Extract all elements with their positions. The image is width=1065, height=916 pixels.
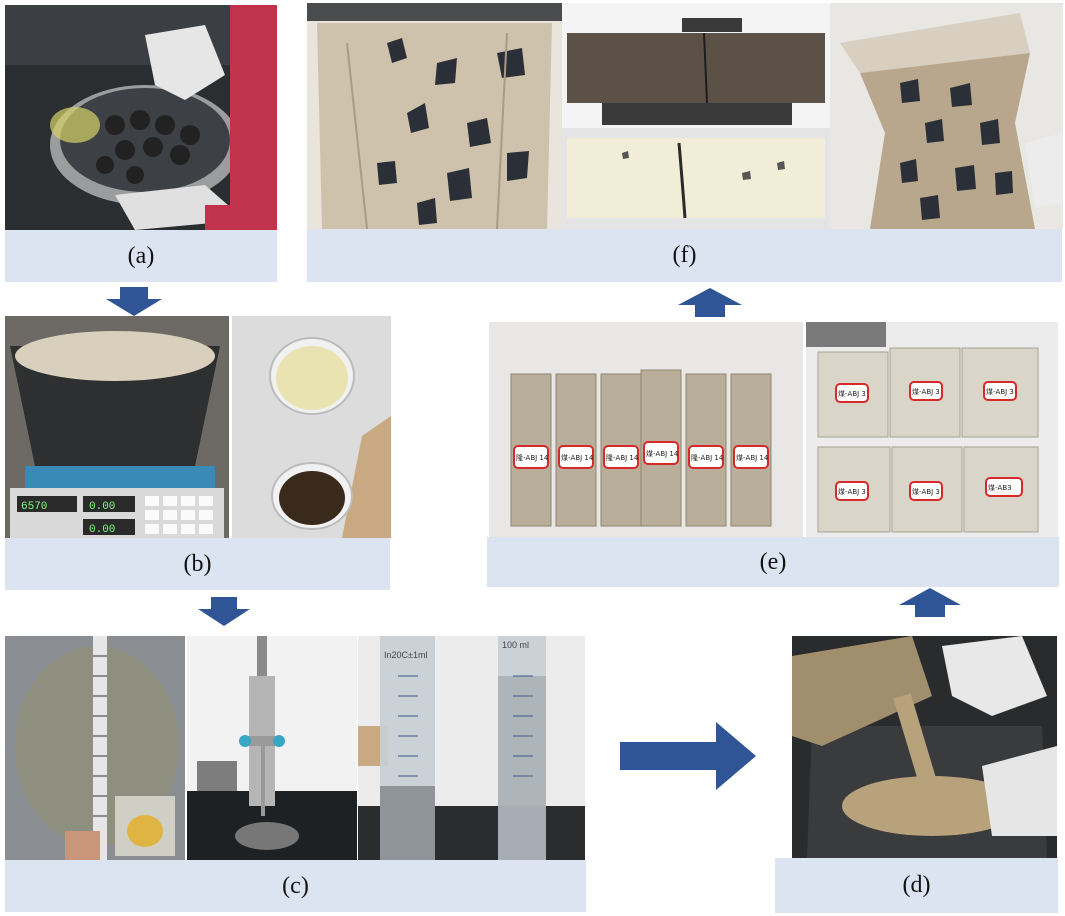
photo-pouring-slurry bbox=[792, 636, 1057, 858]
block-tag-e1-6: 煤-ABJ 14 bbox=[736, 453, 769, 462]
block-tag-e2-2: 煤-ABJ 3 bbox=[912, 387, 940, 396]
panel-e-label: (e) bbox=[487, 537, 1059, 587]
arrow-right-c-to-d bbox=[620, 722, 758, 790]
panel-c-label: (c) bbox=[5, 860, 586, 912]
cylinder-mark-in20c: In20C±1ml bbox=[384, 650, 427, 660]
photo-liquid-beakers bbox=[232, 316, 391, 538]
scale-readout-3: 0.00 bbox=[89, 524, 115, 536]
photo-failed-cube-right bbox=[830, 3, 1063, 229]
panel-b-label: (b) bbox=[5, 538, 390, 590]
photo-cured-specimens-prisms: 隆-ABJ 14 煤-ABJ 14 隆-ABJ 14 煤-ABJ 14 隆-AB… bbox=[489, 322, 803, 537]
arrow-down-a-to-b bbox=[104, 287, 164, 317]
arrow-up-d-to-e bbox=[897, 587, 963, 617]
block-tag-e2-3: 煤-ABJ 3 bbox=[986, 387, 1014, 396]
block-tag-e1-4: 煤-ABJ 14 bbox=[646, 449, 679, 458]
photo-flexural-test-prism bbox=[562, 3, 830, 229]
photo-flow-spread-test bbox=[5, 636, 185, 860]
block-tag-e1-5: 隆-ABJ 14 bbox=[691, 453, 724, 462]
block-tag-e1-2: 煤-ABJ 14 bbox=[561, 453, 594, 462]
photo-cured-specimens-cubes: 煤-ABJ 3 煤-ABJ 3 煤-ABJ 3 煤-ABJ 3 煤-ABJ 3 … bbox=[806, 322, 1058, 537]
photo-weighing-materials: 6570 0.00 0.00 bbox=[5, 316, 229, 538]
panel-a-label: (a) bbox=[5, 230, 277, 282]
photo-vicat-apparatus bbox=[187, 636, 357, 860]
block-tag-e2-1: 煤-ABJ 3 bbox=[838, 389, 866, 398]
panel-d-label: (d) bbox=[775, 858, 1058, 913]
photo-failed-cube-left bbox=[307, 3, 562, 229]
scale-readout-2: 0.00 bbox=[89, 501, 115, 513]
block-tag-e1-1: 隆-ABJ 14 bbox=[516, 453, 549, 462]
arrow-up-e-to-f bbox=[676, 287, 744, 317]
arrow-down-b-to-c bbox=[196, 597, 252, 627]
scale-readout-1: 6570 bbox=[21, 501, 47, 513]
photo-graduated-cylinders: In20C±1ml 100 ml bbox=[358, 636, 585, 860]
block-tag-e2-5: 煤-ABJ 3 bbox=[912, 487, 940, 496]
photo-coal-sieving bbox=[5, 5, 277, 230]
cylinder-mark-100ml: 100 ml bbox=[502, 640, 529, 650]
block-tag-e1-3: 隆-ABJ 14 bbox=[606, 453, 639, 462]
panel-f-label: (f) bbox=[307, 229, 1062, 282]
block-tag-e2-6: 煤-AB3 bbox=[988, 483, 1012, 492]
block-tag-e2-4: 煤-ABJ 3 bbox=[838, 487, 866, 496]
